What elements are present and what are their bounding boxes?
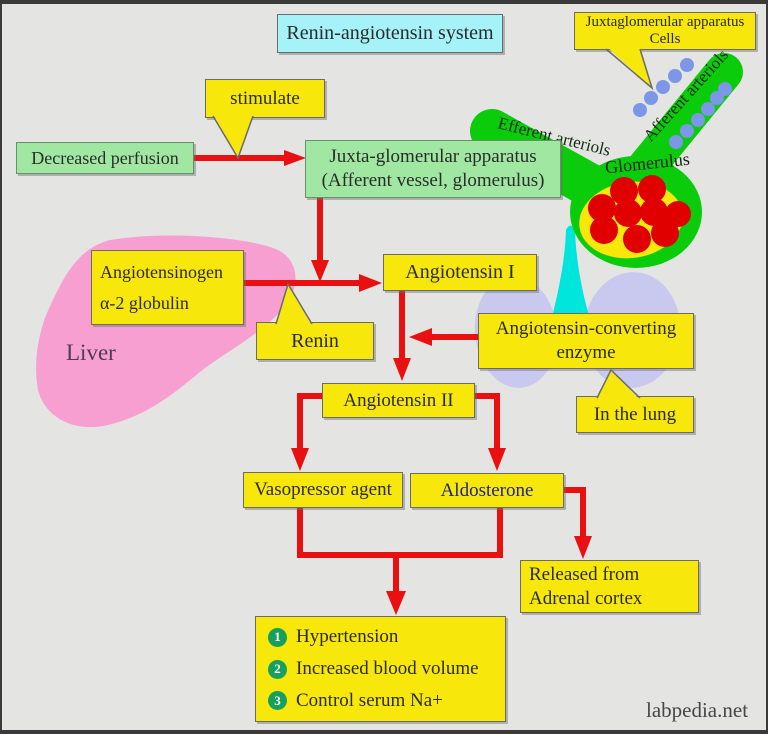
jg-cell-dot: [680, 58, 694, 72]
adrenal-cortex-box: Released from Adrenal cortex: [520, 560, 699, 613]
arrow-angiotensin2-to-aldosterone: [475, 393, 500, 450]
arrowhead: [574, 536, 592, 559]
vasopressor-label: Vasopressor agent: [254, 479, 392, 501]
capillary-dots: [588, 175, 691, 253]
capillary-dot: [623, 225, 651, 253]
arrow-merge-to-outcomes: [297, 508, 503, 558]
in-the-lung-callout: In the lung: [576, 396, 694, 433]
capillary-dot: [588, 194, 616, 222]
outcome-label-1: Hypertension: [296, 626, 399, 648]
decreased-perfusion-label: Decreased perfusion: [31, 147, 179, 168]
capillary-dot: [651, 219, 679, 247]
ace-line1: Angiotensin-converting: [495, 318, 677, 340]
jg-cell-dot: [701, 102, 715, 116]
decreased-perfusion-box: Decreased perfusion: [16, 142, 194, 174]
jga-box: Juxta-glomerular apparatus (Afferent ves…: [305, 140, 561, 198]
jg-cell-dot: [669, 135, 683, 149]
capillary-dot: [614, 199, 642, 227]
arrowhead: [386, 591, 406, 615]
watermark: labpedia.net: [646, 698, 749, 722]
capillary-dot: [638, 175, 666, 203]
jg-cell-dot: [718, 82, 732, 96]
renin-callout: Renin: [256, 322, 374, 360]
outcome-bullet-3: 3: [268, 691, 287, 711]
arrowhead: [359, 274, 382, 292]
page-title: Renin-angiotensin system: [286, 22, 494, 44]
renin-label: Renin: [291, 329, 339, 352]
outcomes-box: 1 Hypertension 2 Increased blood volume …: [255, 616, 506, 722]
arrowhead: [291, 448, 309, 471]
outcome-row-1: 1 Hypertension: [268, 625, 398, 649]
jg-cell-dot: [644, 91, 658, 105]
arrowhead: [393, 358, 411, 381]
arrowhead: [311, 260, 329, 282]
angiotensinogen-line1: Angiotensinogen: [100, 261, 223, 282]
angiotensin2-label: Angiotensin II: [343, 389, 454, 411]
stimulate-callout: stimulate: [205, 79, 325, 118]
ace-box: Angiotensin-converting enzyme: [478, 313, 694, 369]
jg-cell-dot: [656, 80, 670, 94]
outcome-bullet-2: 2: [268, 659, 287, 679]
flow-arrows: [194, 150, 592, 615]
outcome-row-3: 3 Control serum Na+: [268, 689, 443, 713]
border-left: [0, 0, 2, 734]
outcome-label-3: Control serum Na+: [296, 690, 443, 712]
jga-cells-line2: Cells: [649, 31, 681, 47]
outcome-row-2: 2 Increased blood volume: [268, 657, 479, 681]
arrowhead: [284, 150, 306, 166]
angiotensin2-box: Angiotensin II: [322, 383, 475, 418]
vasopressor-box: Vasopressor agent: [243, 472, 403, 508]
capillary-dot: [640, 198, 668, 226]
jg-cell-dot: [710, 91, 724, 105]
aldosterone-box: Aldosterone: [410, 473, 564, 508]
outcome-label-2: Increased blood volume: [296, 658, 479, 680]
stimulate-label: stimulate: [230, 87, 300, 109]
ace-line2: enzyme: [556, 342, 616, 363]
angiotensinogen-box: Angiotensinogen α-2 globulin: [91, 250, 244, 325]
jg-cell-dot: [633, 103, 647, 117]
angiotensin1-box: Angiotensin I: [383, 254, 537, 291]
jg-cell-dot: [668, 69, 682, 83]
angiotensinogen-line2: α-2 globulin: [100, 292, 189, 313]
jg-cell-dot: [680, 124, 694, 138]
jga-line1: Juxta-glomerular apparatus: [329, 146, 537, 168]
angiotensin1-label: Angiotensin I: [405, 261, 515, 283]
arrow-angiotensin2-to-vasopressor: [297, 393, 322, 450]
jg-cell-dot: [691, 113, 705, 127]
capillary-dot: [590, 216, 618, 244]
aldosterone-label: Aldosterone: [440, 479, 534, 501]
capillary-dot: [610, 177, 638, 205]
adrenal-line2: Adrenal cortex: [529, 587, 643, 609]
border-top: [0, 0, 768, 4]
in-the-lung-label: In the lung: [593, 403, 677, 425]
adrenal-line1: Released from: [529, 563, 640, 585]
jga-line2: (Afferent vessel, glomerulus): [321, 170, 545, 191]
arrow-aldosterone-to-adrenal: [563, 487, 586, 538]
jga-cells-line1: Juxtaglomerular apparatus: [585, 13, 745, 30]
liver-label: Liver: [66, 340, 116, 365]
capillary-dot: [665, 201, 691, 227]
border-right: [766, 0, 768, 734]
title-box: Renin-angiotensin system: [277, 14, 503, 53]
jga-cells-callout: Juxtaglomerular apparatus Cells: [574, 12, 756, 50]
juxtaglomerular-cells-dots: [633, 58, 732, 149]
arrowhead: [409, 328, 432, 346]
border-bottom: [0, 730, 768, 734]
outcome-bullet-1: 1: [268, 627, 287, 647]
arrowhead: [488, 448, 506, 471]
